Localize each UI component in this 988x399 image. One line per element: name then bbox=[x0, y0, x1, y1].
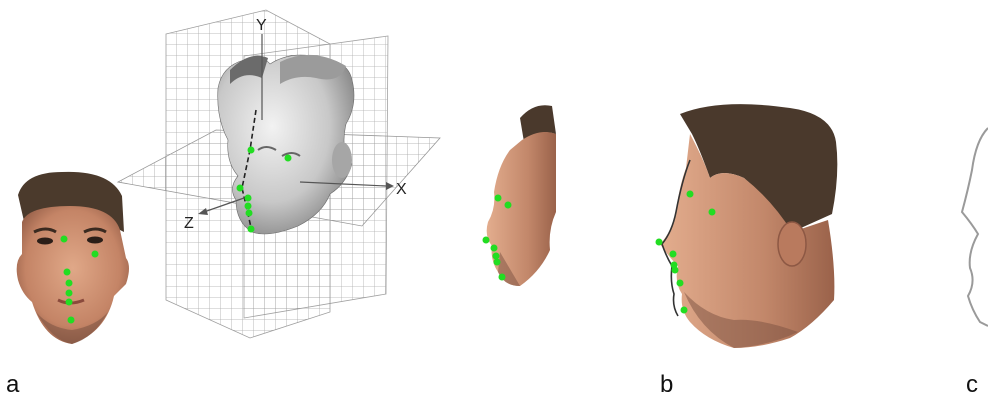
landmark-point bbox=[237, 185, 244, 192]
landmark-point bbox=[92, 251, 99, 258]
panel-label-a: a bbox=[6, 373, 19, 397]
landmark-point bbox=[246, 210, 253, 217]
landmark-point bbox=[245, 195, 252, 202]
panel-a-3d-mesh: Y X Z bbox=[118, 10, 440, 338]
landmark-point bbox=[499, 274, 506, 281]
landmark-point bbox=[495, 195, 502, 202]
landmark-point bbox=[66, 280, 73, 287]
landmark-point bbox=[61, 236, 68, 243]
axis-label-x: X bbox=[396, 181, 407, 198]
landmark-point bbox=[285, 155, 292, 162]
landmark-point bbox=[248, 226, 255, 233]
panel-label-c: c bbox=[966, 373, 978, 397]
front-face-skin bbox=[17, 206, 129, 344]
landmark-point bbox=[505, 202, 512, 209]
landmark-point bbox=[64, 269, 71, 276]
landmark-point bbox=[670, 251, 677, 258]
landmark-point bbox=[68, 317, 75, 324]
panel-c-profile-contour bbox=[962, 128, 988, 326]
landmark-point bbox=[672, 267, 679, 274]
landmark-point bbox=[491, 245, 498, 252]
panel-label-b: b bbox=[660, 373, 673, 397]
landmark-point bbox=[493, 253, 500, 260]
landmark-point bbox=[687, 191, 694, 198]
landmark-point bbox=[677, 280, 684, 287]
axis-label-y: Y bbox=[256, 17, 267, 34]
landmark-point bbox=[709, 209, 716, 216]
landmark-point bbox=[248, 147, 255, 154]
landmark-point bbox=[245, 203, 252, 210]
landmark-point bbox=[494, 259, 501, 266]
landmark-point bbox=[483, 237, 490, 244]
extracted-profile-line bbox=[962, 128, 988, 326]
landmark-point bbox=[66, 290, 73, 297]
landmark-point bbox=[681, 307, 688, 314]
landmark-point bbox=[656, 239, 663, 246]
landmark-point bbox=[66, 299, 73, 306]
axis-label-z: Z bbox=[184, 215, 194, 232]
